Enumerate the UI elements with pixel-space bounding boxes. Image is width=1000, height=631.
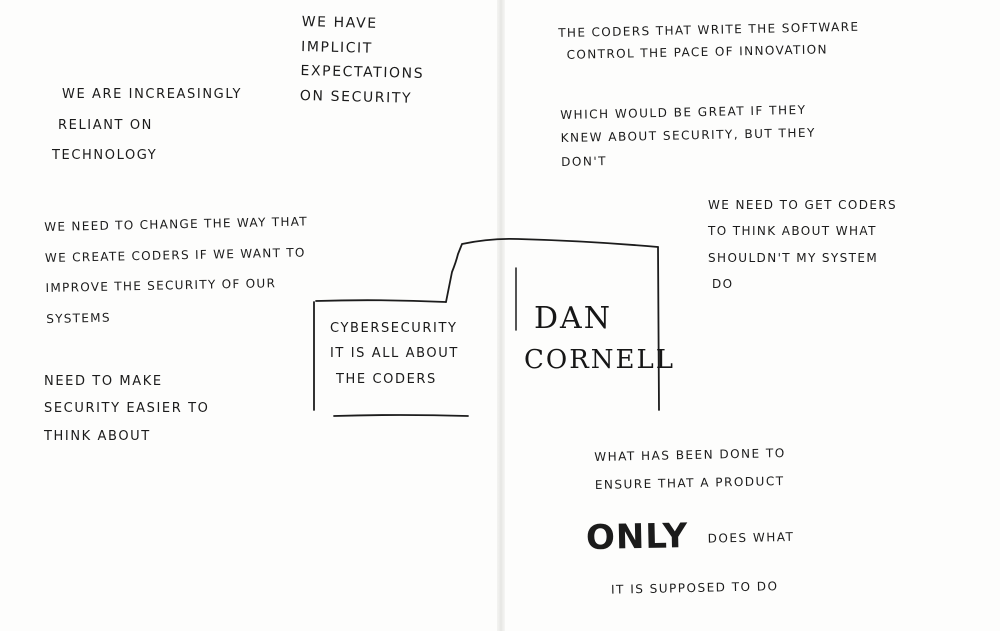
left-page (0, 0, 500, 631)
note-line: systems (46, 310, 111, 326)
note-line: Expectations (300, 62, 425, 83)
note-great-if-they-knew: Which would be great if they knew about … (560, 99, 817, 175)
note-line: Need to make (44, 374, 163, 389)
note-line: shouldn't my system (708, 250, 879, 265)
note-line: Technology (52, 148, 158, 164)
topic-line: It is all about (330, 346, 459, 362)
right-page (500, 0, 1000, 631)
note-line: Implicit (300, 38, 374, 57)
note-line: We Have (301, 13, 378, 32)
topic-title: Cybersecurity (330, 321, 458, 336)
note-line: We need to get coders (708, 198, 898, 212)
note-line: on Security (299, 87, 413, 107)
note-line: We need to change the way that (44, 214, 309, 234)
note-only-does-what-supposed: What has been done to ensure that a prod… (586, 440, 796, 605)
page-gutter (497, 0, 505, 631)
note-change-coders: We need to change the way that we create… (44, 206, 310, 334)
note-line: it is supposed to do (610, 579, 779, 598)
note-line: security easier to (44, 401, 210, 417)
topic-line: the coders (336, 371, 437, 387)
speaker-last-name: Cornell (524, 345, 676, 375)
note-line: Reliant on (58, 117, 153, 133)
note-line: ensure that a product (594, 473, 785, 492)
only-emphasis: ONLY (585, 516, 689, 559)
note-line: improve the security of our (45, 276, 277, 296)
note-make-security-easier: Need to make security easier to think ab… (44, 368, 209, 450)
note-line: think about (44, 428, 151, 444)
note-reliant-on-technology: We Are Increasingly Reliant on Technolog… (52, 80, 242, 172)
note-line: What has been done to (594, 445, 786, 464)
note-line-only: ONLY does what (585, 495, 795, 578)
topic-box-text: Cybersecurity It is all about the coders (330, 316, 459, 392)
note-line: to think about what (708, 224, 877, 239)
speaker-first-name: Dan (534, 301, 612, 336)
note-line-rest: does what (707, 530, 795, 546)
note-line: We Are Increasingly (62, 87, 242, 102)
note-line: do (712, 277, 734, 292)
speaker-name: Dan Cornell (524, 296, 675, 380)
note-coders-control-innovation: The coders that write the software contr… (558, 16, 860, 67)
note-implicit-expectations: We Have Implicit Expectations on Securit… (300, 10, 426, 111)
note-get-coders-to-think: We need to get coders to think about wha… (708, 192, 897, 298)
